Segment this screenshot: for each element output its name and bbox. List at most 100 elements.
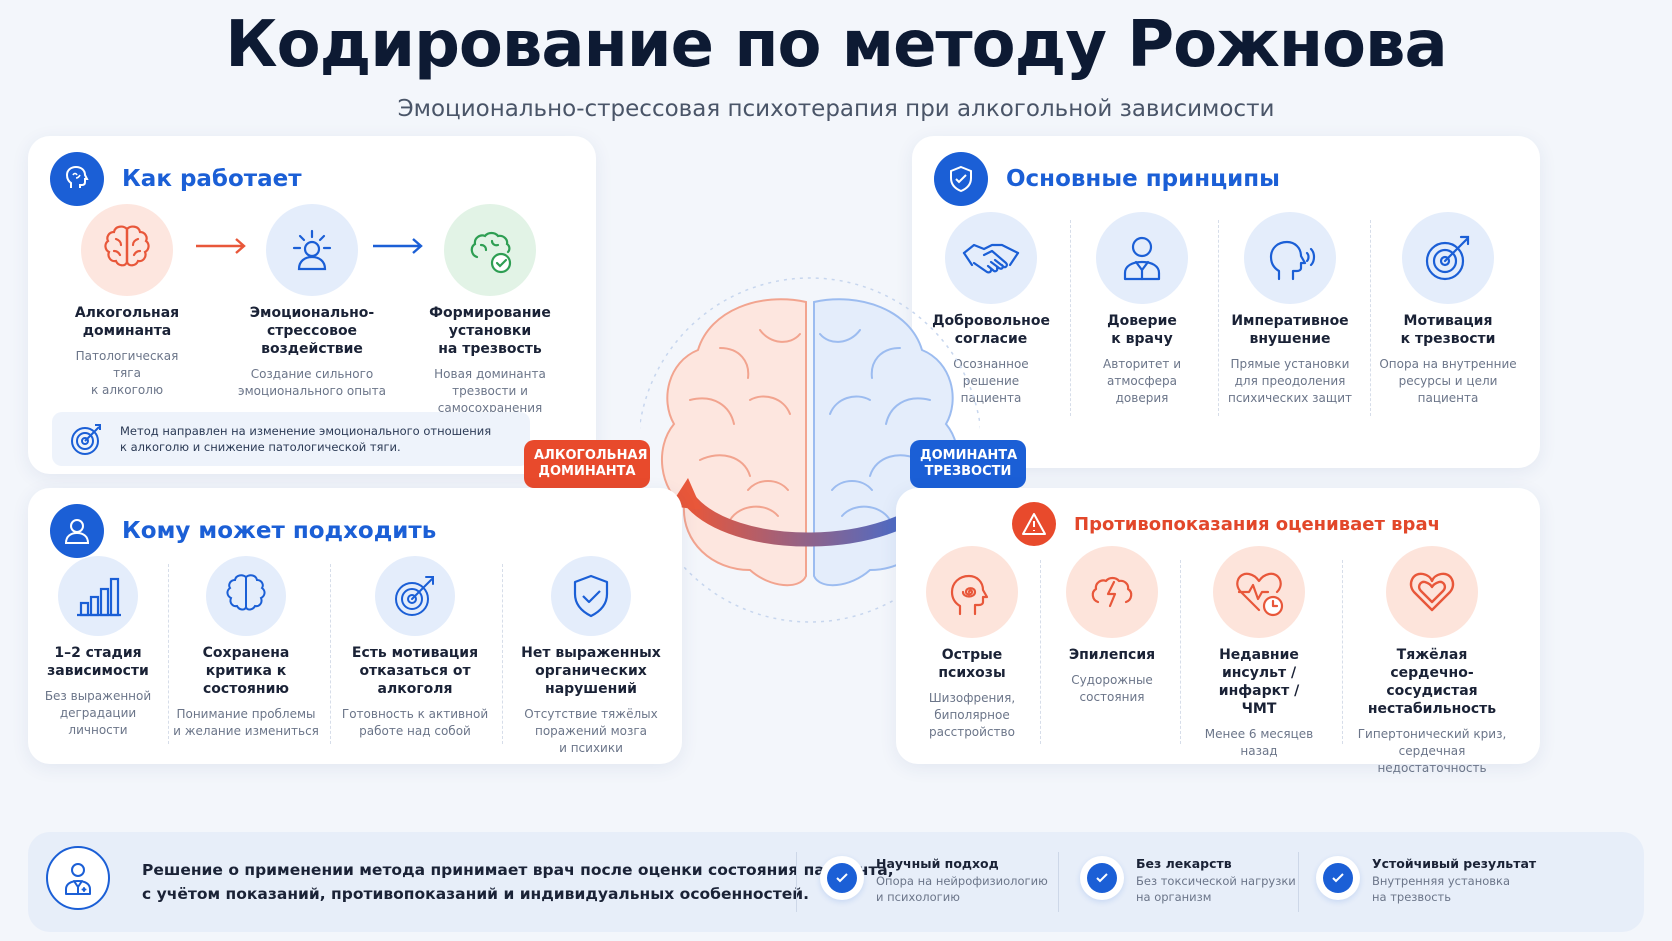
- check-icon: [1080, 856, 1124, 900]
- feature-scientific-title: Научный подход: [876, 856, 999, 871]
- contra-3-title: Недавние инсульт / инфаркт / ЧМТ: [1218, 647, 1300, 717]
- feature-stable-desc: Внутренняя установка на трезвость: [1372, 874, 1511, 904]
- heart-pulse-clock-icon: [1213, 546, 1305, 638]
- contra-2-title: Эпилепсия: [1068, 647, 1156, 663]
- principles-title: Основные принципы: [1006, 166, 1280, 192]
- contra-4-desc: Гипертонический криз, сердечная недостат…: [1357, 727, 1507, 775]
- contra-2: Эпилепсия Судорожные состояния: [1052, 546, 1172, 706]
- suits-title: Кому может подходить: [122, 518, 437, 544]
- principle-1-title: Добровольное согласие: [932, 313, 1050, 347]
- target-icon: [375, 556, 455, 636]
- user-icon: [50, 504, 104, 558]
- suits-card: Кому может подходить 1–2 стадия зависимо…: [28, 488, 682, 764]
- page-subtitle: Эмоционально-стрессовая психотерапия при…: [397, 96, 1275, 122]
- how-step-2: Эмоционально- стрессовое воздействие Соз…: [236, 204, 388, 400]
- arrow-right-icon: [196, 238, 246, 254]
- target-icon: [71, 424, 101, 455]
- head-spiral-icon: [926, 546, 1018, 638]
- contraindications-card: Противопоказания оценивает врач Острые п…: [896, 488, 1540, 775]
- how-step-2-desc: Создание сильного эмоционального опыта: [238, 367, 386, 398]
- divider: [1298, 852, 1299, 912]
- principle-1: Добровольное согласие Осознанное решение…: [926, 212, 1056, 407]
- alcohol-dominant-tag: АЛКОГОЛЬНАЯ ДОМИНАНТА: [524, 440, 650, 488]
- divider: [502, 564, 503, 744]
- page-title: Кодирование по методу Рожнова: [225, 8, 1447, 82]
- divider: [1040, 560, 1041, 744]
- divider: [1180, 560, 1181, 744]
- check-icon: [1316, 856, 1360, 900]
- suit-1-desc: Без выраженной деградации личности: [44, 689, 152, 737]
- method-note: Метод направлен на изменение эмоциональн…: [52, 412, 530, 466]
- feature-scientific-desc: Опора на нейрофизиологию и психологию: [876, 874, 1048, 904]
- handshake-icon: [945, 212, 1037, 304]
- suit-2-desc: Понимание проблемы и желание измениться: [173, 707, 319, 738]
- suit-1-title: 1–2 стадия зависимости: [47, 645, 149, 679]
- contra-1-title: Острые психозы: [938, 647, 1006, 681]
- arrow-right-icon: [373, 238, 423, 254]
- brain-icon: [206, 556, 286, 636]
- decision-text: Решение о применении метода принимает вр…: [142, 861, 894, 903]
- warning-icon: [1012, 502, 1056, 546]
- sobriety-dominant-tag: ДОМИНАНТА ТРЕЗВОСТИ: [910, 440, 1026, 488]
- person-rays-icon: [266, 204, 358, 296]
- contra-4: Тяжёлая сердечно-сосудистая нестабильнос…: [1346, 546, 1518, 777]
- suit-4-desc: Отсутствие тяжёлых поражений мозга и пси…: [524, 707, 658, 755]
- shield-check-icon: [551, 556, 631, 636]
- divider: [1058, 852, 1059, 912]
- feature-no-drugs-desc: Без токсической нагрузки на организм: [1136, 874, 1296, 904]
- how-step-1-title: Алкогольная доминанта: [74, 305, 180, 339]
- divider: [1218, 220, 1219, 416]
- speaking-head-icon: [1244, 212, 1336, 304]
- suit-4: Нет выраженных органических нарушений От…: [506, 556, 676, 757]
- feature-scientific: Научный подход Опора на нейрофизиологию …: [820, 856, 1048, 905]
- heart-icon: [1386, 546, 1478, 638]
- target-icon: [1402, 212, 1494, 304]
- how-it-works-title: Как работает: [122, 166, 302, 192]
- principle-4-title: Мотивация к трезвости: [1400, 313, 1496, 347]
- bar-chart-icon: [58, 556, 138, 636]
- how-it-works-header: Как работает: [50, 152, 302, 206]
- suit-2: Сохранена критика к состоянию Понимание …: [172, 556, 320, 740]
- how-step-3-title: Формирование установки на трезвость: [429, 305, 551, 357]
- contra-4-title: Тяжёлая сердечно-сосудистая нестабильнос…: [1367, 647, 1497, 717]
- feature-no-drugs-title: Без лекарств: [1136, 856, 1232, 871]
- brain-icon: [81, 204, 173, 296]
- contra-1-desc: Шизофрения, биполярное расстройство: [928, 691, 1016, 739]
- principle-2: Доверие к врачу Авторитет и атмосфера до…: [1074, 212, 1210, 407]
- divider: [796, 852, 797, 912]
- principle-4-desc: Опора на внутренние ресурсы и цели пацие…: [1379, 357, 1517, 405]
- contraindications-title: Противопоказания оценивает врач: [1074, 513, 1440, 535]
- shield-check-icon: [934, 152, 988, 206]
- how-step-3: Формирование установки на трезвость Нова…: [418, 204, 562, 417]
- principle-2-desc: Авторитет и атмосфера доверия: [1102, 357, 1181, 405]
- principle-3-desc: Прямые установки для преодоления психиче…: [1227, 357, 1352, 405]
- divider: [1342, 560, 1343, 744]
- doctor-icon: [46, 846, 110, 910]
- principle-2-title: Доверие к врачу: [1107, 313, 1177, 347]
- principle-1-desc: Осознанное решение пациента: [953, 357, 1029, 405]
- principle-4: Мотивация к трезвости Опора на внутренни…: [1378, 212, 1518, 407]
- brain-head-icon: [50, 152, 104, 206]
- how-step-1: Алкогольная доминанта Патологическая тяг…: [62, 204, 192, 399]
- suits-header: Кому может подходить: [50, 504, 436, 558]
- how-step-1-desc: Патологическая тяга к алкоголю: [75, 349, 179, 397]
- brain-lightning-icon: [1066, 546, 1158, 638]
- contra-1: Острые психозы Шизофрения, биполярное ра…: [912, 546, 1032, 741]
- suit-3-desc: Готовность к активной работе над собой: [341, 707, 489, 738]
- suit-1: 1–2 стадия зависимости Без выраженной де…: [32, 556, 164, 739]
- suit-3-title: Есть мотивация отказаться от алкоголя: [351, 645, 479, 697]
- how-it-works-card: Как работает Алкогольная доминанта Патол…: [28, 136, 596, 474]
- divider: [168, 564, 169, 744]
- divider: [1370, 220, 1371, 416]
- contra-3: Недавние инсульт / инфаркт / ЧМТ Менее 6…: [1186, 546, 1332, 760]
- doctor-icon: [1096, 212, 1188, 304]
- feature-stable: Устойчивый результат Внутренняя установк…: [1316, 856, 1536, 905]
- divider: [330, 564, 331, 744]
- contra-3-desc: Менее 6 месяцев назад: [1204, 727, 1314, 758]
- divider: [1070, 220, 1071, 416]
- how-step-2-title: Эмоционально- стрессовое воздействие: [249, 305, 375, 357]
- contraindications-header: Противопоказания оценивает врач: [1012, 502, 1440, 546]
- suit-3: Есть мотивация отказаться от алкоголя Го…: [334, 556, 496, 740]
- contra-2-desc: Судорожные состояния: [1071, 673, 1153, 704]
- check-icon: [820, 856, 864, 900]
